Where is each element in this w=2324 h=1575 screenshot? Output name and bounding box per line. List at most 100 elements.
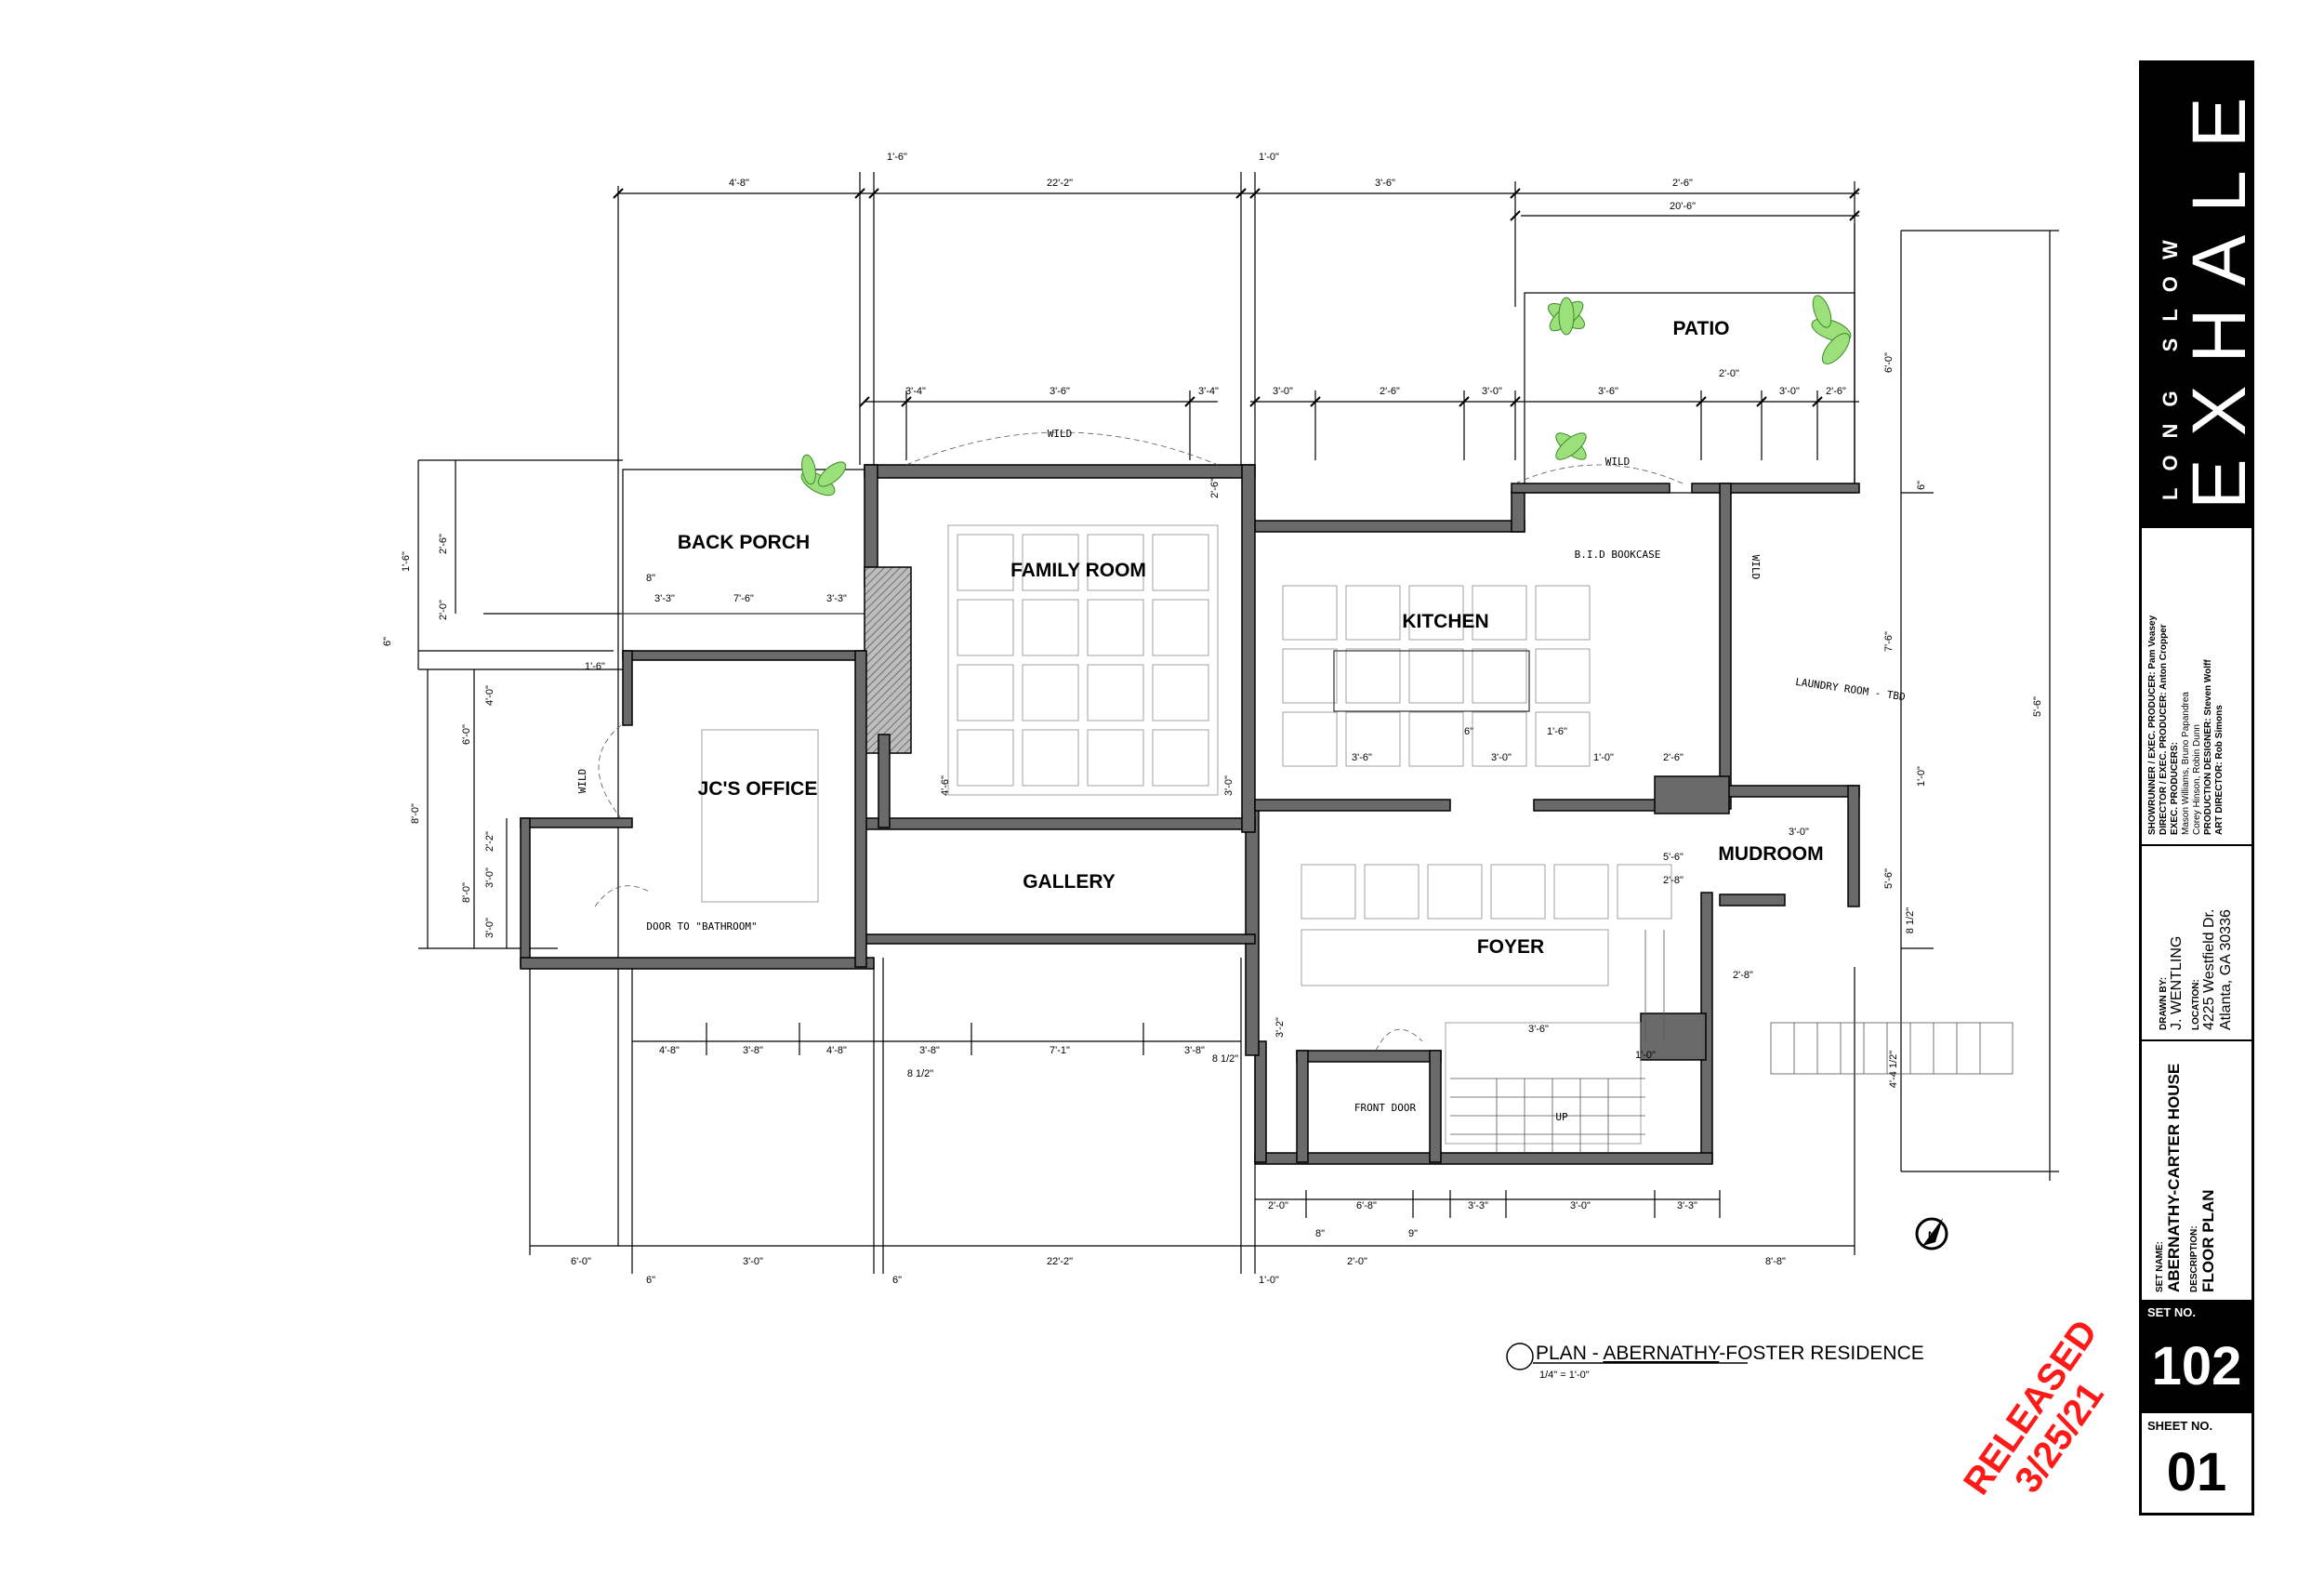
dim-label: 7'-6" bbox=[733, 593, 754, 604]
credit-line: Mason Williams, Bruno Papandrea bbox=[2181, 692, 2191, 835]
plant-icon bbox=[1555, 432, 1587, 460]
brand-logo: LONG SLOW EXHALE bbox=[2142, 63, 2262, 528]
note-wild: WILD bbox=[1750, 555, 1762, 580]
plan-title-prefix: PLAN - bbox=[1536, 1343, 1603, 1364]
location-label: LOCATION: bbox=[2191, 979, 2201, 1030]
door-swings bbox=[594, 431, 1684, 1052]
room-label-foyer: FOYER bbox=[1477, 936, 1544, 958]
plan-title: PLAN - ABERNATHY-FOSTER RESIDENCE 1/4" =… bbox=[1506, 1343, 1924, 1381]
north-arrow-icon: N bbox=[1915, 1217, 1948, 1251]
plant-icon bbox=[800, 454, 847, 496]
dimension-labels-top: 4'-8" 1'-6" 22'-2" 1'-0" 3'-6" 2'-6" 20'… bbox=[729, 152, 1846, 397]
dimension-lines-left bbox=[417, 459, 874, 949]
plan-scale: 1/4" = 1'-0" bbox=[1539, 1370, 1590, 1381]
dim-label: 3'-0" bbox=[1482, 386, 1502, 397]
title-block: LONG SLOW EXHALE SHOWRUNNER / EXEC. PROD… bbox=[2139, 60, 2262, 1515]
dim-label: 3'-0" bbox=[484, 918, 495, 938]
room-label-back-porch: BACK PORCH bbox=[678, 532, 810, 553]
dim-label: 4'-8" bbox=[729, 178, 749, 189]
dimension-ticks-top bbox=[613, 188, 1860, 407]
dim-label: 2'-6" bbox=[1209, 478, 1221, 498]
dim-label: 2'-0" bbox=[1719, 368, 1739, 379]
office-rug bbox=[701, 729, 819, 903]
set-number-panel: SET NO. 102 bbox=[2142, 1300, 2251, 1413]
credit-line: DIRECTOR / EXEC. PRODUCER: Anton Cropper bbox=[2159, 624, 2169, 835]
room-label-kitchen: KITCHEN bbox=[1402, 611, 1488, 632]
dim-label: 2'-2" bbox=[484, 831, 495, 852]
note-wild: WILD bbox=[1048, 428, 1073, 440]
dimension-labels-left: 1'-6" 2'-6" 2'-0" 6" 4'-0" 6'-0" 8'-0" 2… bbox=[382, 534, 495, 938]
svg-text:N: N bbox=[1928, 1230, 1935, 1241]
family-room-ceiling-grid bbox=[947, 524, 1219, 796]
room-label-mudroom: MUDROOM bbox=[1718, 843, 1823, 865]
dim-label: 5'-6" bbox=[1883, 868, 1895, 889]
credit-line: Corey Hinson, Robin Dunn bbox=[2192, 724, 2202, 835]
dim-label: 6" bbox=[1916, 481, 1927, 490]
dimension-labels-interior: 8" 3'-3" 7'-6" 3'-3" 1'-6" 6" 1'-6" 3'-0… bbox=[585, 478, 1809, 1239]
sheet-number-panel: SHEET NO. 01 bbox=[2142, 1413, 2251, 1513]
dim-label: 2'-6" bbox=[1826, 386, 1846, 397]
dim-label: 3'-0" bbox=[1223, 775, 1235, 796]
dim-label: 8'-8" bbox=[1765, 1256, 1786, 1267]
plan-title-name: ABERNATHY bbox=[1603, 1343, 1721, 1364]
back-porch-area bbox=[621, 469, 865, 651]
dim-label: 8 1/2" bbox=[1905, 907, 1916, 933]
credit-line: SHOWRUNNER / EXEC. PRODUCER: Pam Veasey bbox=[2147, 615, 2158, 835]
note-up: UP bbox=[1555, 1111, 1568, 1123]
dim-label: 3'-8" bbox=[743, 1045, 763, 1056]
plant-icon bbox=[1547, 297, 1586, 336]
dim-label: 8" bbox=[1315, 1228, 1325, 1239]
description-label: DESCRIPTION: bbox=[2189, 1225, 2199, 1292]
dim-label: 3'-8" bbox=[1184, 1045, 1205, 1056]
set-no-label: SET NO. bbox=[2147, 1305, 2197, 1319]
dim-label: 6" bbox=[1464, 726, 1473, 737]
dim-label: 4'-8" bbox=[659, 1045, 680, 1056]
dim-label: 3'-8" bbox=[919, 1045, 940, 1056]
dim-label: 5'-6" bbox=[1663, 852, 1684, 863]
dimension-labels-right: 6'-0" 6" 7'-6" 5'-6" 1'-0" 8 1/2" 4'-4 1… bbox=[1883, 352, 2043, 1088]
kitchen-ceiling-grid bbox=[1282, 585, 1591, 767]
location-line-1: 4225 Westfield Dr. bbox=[2201, 908, 2217, 1030]
dim-label: 22'-2" bbox=[1047, 178, 1073, 189]
set-name-value: ABERNATHY-CARTER HOUSE bbox=[2165, 1063, 2183, 1292]
dim-label: 2'-0" bbox=[438, 600, 449, 620]
dim-label: 20'-6" bbox=[1670, 201, 1696, 212]
set-name-panel: SET NAME: ABERNATHY-CARTER HOUSE DESCRIP… bbox=[2142, 1039, 2251, 1302]
dim-label: 4'-4 1/2" bbox=[1888, 1051, 1899, 1088]
dim-label: 3'-0" bbox=[1789, 827, 1809, 838]
note-bathroom-door: DOOR TO "BATHROOM" bbox=[646, 920, 757, 933]
dim-label: 8'-0" bbox=[410, 803, 421, 824]
svg-text:PLAN - ABERNATHY-FOSTER RESIDE: PLAN - ABERNATHY-FOSTER RESIDENCE bbox=[1536, 1343, 1924, 1364]
dim-label: 3'-4" bbox=[1198, 386, 1219, 397]
dim-label: 2'-6" bbox=[1380, 386, 1400, 397]
patio-area bbox=[1524, 223, 1855, 494]
dim-label: 2'-6" bbox=[1663, 752, 1684, 763]
dim-label: 8 1/2" bbox=[1212, 1053, 1238, 1065]
dim-label: 1'-6" bbox=[401, 551, 412, 572]
dim-label: 3'-6" bbox=[1528, 1024, 1549, 1035]
dim-label: 3'-3" bbox=[1468, 1200, 1488, 1211]
credits-panel: SHOWRUNNER / EXEC. PRODUCER: Pam Veasey … bbox=[2142, 528, 2251, 846]
plant-icon bbox=[1811, 295, 1852, 364]
dim-label: 2'-0" bbox=[1268, 1200, 1288, 1211]
set-no-value: 102 bbox=[2151, 1336, 2242, 1396]
dim-label: 6" bbox=[646, 1275, 655, 1286]
dim-label: 3'-0" bbox=[743, 1256, 763, 1267]
room-labels: BACK PORCH FAMILY ROOM KITCHEN PATIO JC'… bbox=[678, 318, 1824, 958]
note-wild: WILD bbox=[1605, 456, 1631, 468]
description-value: FLOOR PLAN bbox=[2199, 1189, 2217, 1293]
dim-label: 3'-2" bbox=[1274, 1017, 1286, 1038]
sheet-no-label: SHEET NO. bbox=[2147, 1419, 2213, 1433]
dim-label: 6'-8" bbox=[1356, 1200, 1377, 1211]
dim-label: 1'-0" bbox=[1259, 152, 1279, 163]
drawn-by-value: J. WENTLING bbox=[2169, 935, 2185, 1030]
dim-label: 6" bbox=[382, 637, 393, 646]
dim-label: 1'-0" bbox=[1593, 752, 1614, 763]
note-bookcase: B.I.D BOOKCASE bbox=[1575, 549, 1661, 561]
dim-label: 8 1/2" bbox=[907, 1068, 933, 1079]
dim-label: 7'-6" bbox=[1883, 631, 1895, 652]
dim-label: 6'-0" bbox=[1883, 352, 1895, 373]
dimension-lines-right bbox=[1900, 230, 2059, 1181]
dim-label: 3'-0" bbox=[1273, 386, 1293, 397]
location-line-2: Atlanta, GA 30336 bbox=[2218, 909, 2234, 1030]
